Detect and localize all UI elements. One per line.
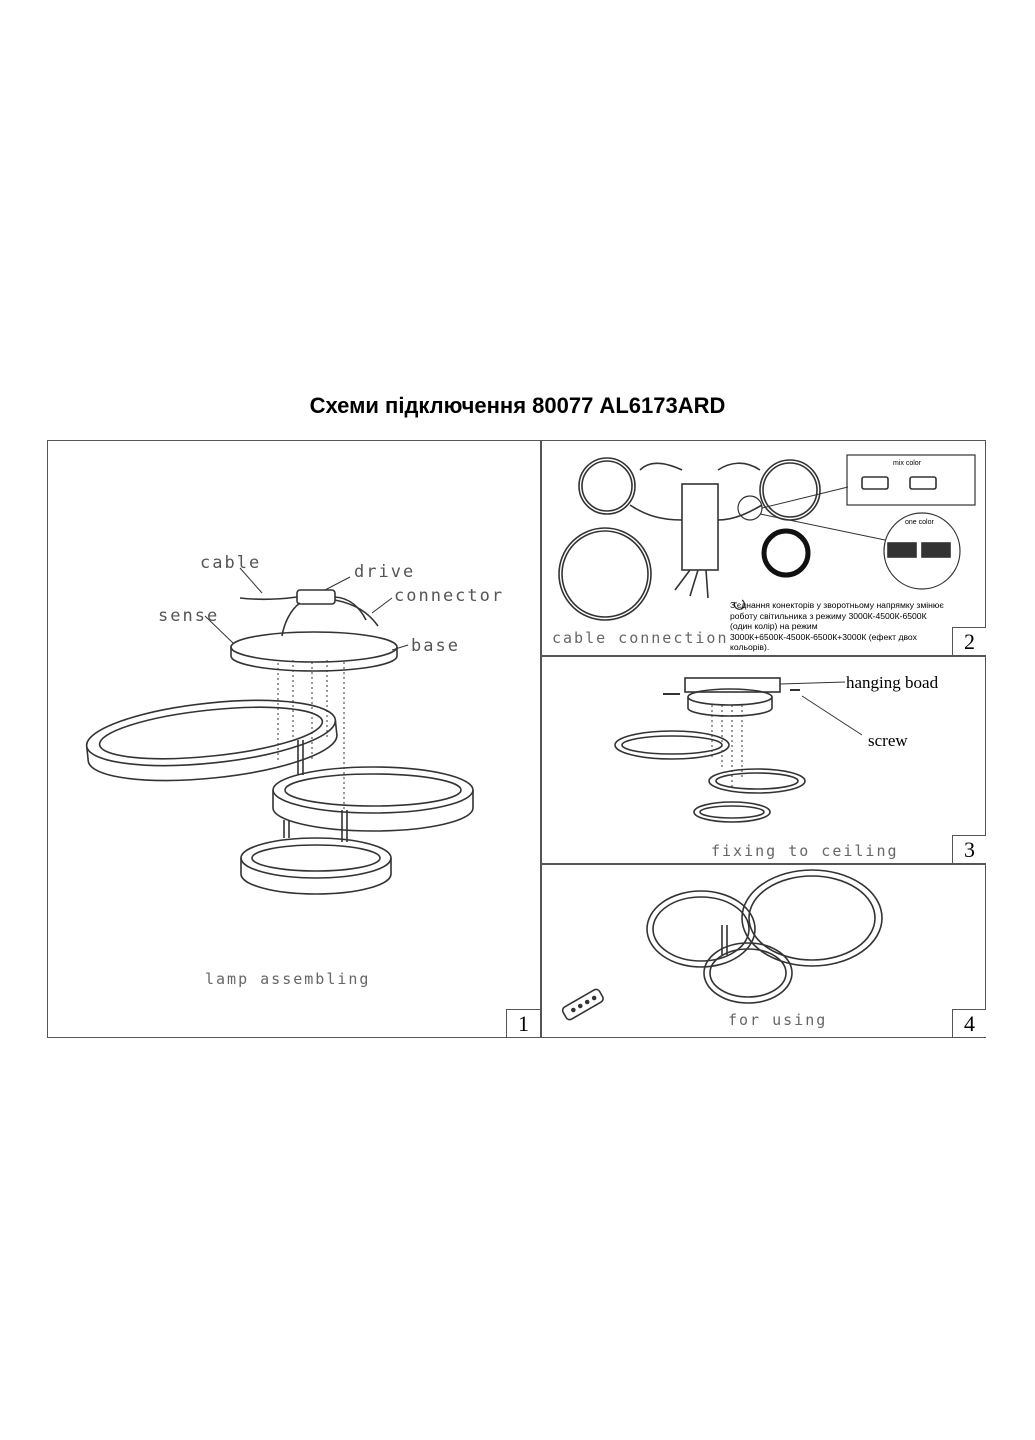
- ring-bottom-left: [558, 527, 652, 621]
- driver-box: [296, 589, 336, 605]
- ring-small: [240, 837, 392, 895]
- mix-color-box: [846, 454, 976, 506]
- label-sense: sense: [158, 606, 220, 626]
- leader-cable: [239, 567, 263, 594]
- wires-lower: [674, 569, 709, 599]
- cable-down: [281, 602, 301, 637]
- ring-large-3: [614, 730, 730, 760]
- zoom-leaders: [759, 486, 886, 541]
- panel2-caption: cable connection: [552, 629, 729, 647]
- page-title: Схеми підключення 80077 AL6173ARD: [309, 393, 726, 418]
- panel-divider-2-3: [540, 655, 986, 657]
- leader-sense: [204, 615, 234, 644]
- base-plate-top: [230, 631, 398, 663]
- driver-unit: [681, 483, 719, 571]
- panel2-drawing: [558, 454, 976, 621]
- ring-medium: [272, 766, 474, 832]
- panel2-note: З'єднання конекторів у зворотньому напря…: [730, 600, 944, 653]
- connector-wire-1: [334, 596, 367, 621]
- one-color-circle: [883, 512, 961, 590]
- hanging-board: [684, 677, 781, 693]
- ring-medium-3: [708, 768, 806, 794]
- panel1-caption: lamp assembling: [205, 970, 371, 988]
- ring-right-4: [741, 869, 883, 967]
- ring-front-4: [703, 942, 793, 1004]
- ring-large: [85, 699, 338, 782]
- label-cable: cable: [200, 553, 262, 573]
- fixing-lines: [277, 660, 345, 810]
- wires-upper: [629, 462, 763, 521]
- ring-left-4: [646, 890, 756, 968]
- label-one-color: one color: [905, 519, 934, 526]
- remote-control: [561, 988, 604, 1021]
- panel-divider-3-4: [540, 863, 986, 865]
- label-drive: drive: [354, 562, 416, 582]
- panel4-number: 4: [952, 1009, 986, 1037]
- label-mix-color: mix color: [893, 460, 922, 467]
- screws: [663, 689, 800, 695]
- label-screw: screw: [868, 731, 908, 750]
- diagram-frame: [47, 440, 986, 1038]
- panel1-drawing: [85, 567, 474, 895]
- ring-dark: [761, 528, 811, 578]
- label-base: base: [411, 636, 460, 656]
- connector-wire-2: [334, 599, 379, 627]
- rotate-icon: [733, 599, 746, 610]
- ring-top-left: [578, 457, 636, 515]
- panel3-caption: fixing to ceiling: [711, 842, 899, 860]
- panel3-drawing: [614, 677, 863, 823]
- label-hanging-board: hanging boad: [846, 673, 939, 692]
- panel4-drawing: [561, 869, 883, 1021]
- panel-divider-vertical: [540, 440, 542, 1038]
- leader-connector: [371, 597, 393, 614]
- label-connector: connector: [394, 586, 505, 606]
- leader-base: [391, 644, 409, 651]
- cable-left: [239, 596, 298, 601]
- ring-supports: [283, 740, 348, 842]
- panel3-number: 3: [952, 835, 986, 863]
- zoom-circle: [737, 495, 763, 521]
- ring-small-3: [693, 801, 771, 823]
- panel2-number: 2: [952, 627, 986, 655]
- ring-top-right: [759, 459, 821, 521]
- panel1-number: 1: [506, 1009, 540, 1037]
- panel4-caption: for using: [728, 1011, 828, 1029]
- base-plate-side: [230, 647, 398, 672]
- leader-drive: [324, 576, 351, 591]
